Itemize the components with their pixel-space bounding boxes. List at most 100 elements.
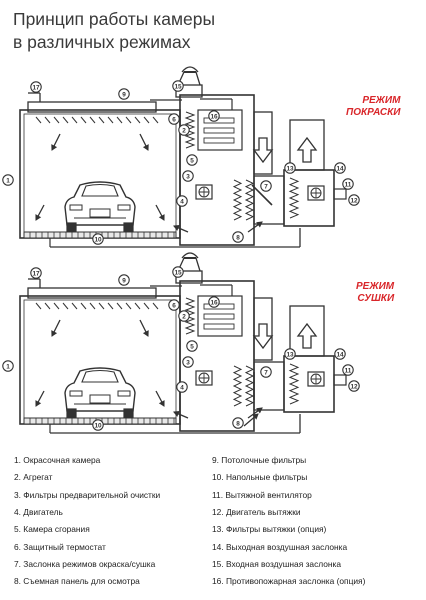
- title-line-2: в различных режимах: [13, 32, 191, 52]
- svg-text:11: 11: [345, 182, 352, 189]
- mode-paint-line-2: ПОКРАСКИ: [346, 107, 401, 118]
- svg-text:16: 16: [210, 114, 218, 121]
- page-title: Принцип работы камеры в различных режима…: [13, 8, 215, 54]
- svg-text:14: 14: [336, 352, 344, 359]
- callout-7: 7: [260, 366, 272, 378]
- callout-12: 12: [348, 380, 360, 392]
- mode-label-paint: РЕЖИМ ПОКРАСКИ: [346, 95, 400, 119]
- legend-item-8: 8. Съемная панель для осмотра: [14, 576, 140, 587]
- callout-3: 3: [182, 356, 194, 368]
- callout-10: 10: [92, 419, 104, 431]
- mode-dry-line-2: СУШКИ: [357, 293, 395, 304]
- svg-text:11: 11: [345, 368, 352, 375]
- svg-text:17: 17: [32, 271, 40, 278]
- car-illustration: [64, 367, 136, 418]
- callout-2: 2: [178, 310, 190, 322]
- legend-item-14: 14. Выходная воздушная заслонка: [212, 541, 348, 552]
- callout-11: 11: [342, 364, 354, 376]
- callout-10: 10: [92, 233, 104, 245]
- callout-4: 4: [176, 195, 188, 207]
- legend-item-2: 2. Агрегат: [14, 472, 53, 483]
- svg-text:4: 4: [180, 385, 184, 392]
- legend-item-5: 5. Камера сгорания: [14, 524, 90, 535]
- callout-7: 7: [260, 180, 272, 192]
- callout-14: 14: [334, 348, 346, 360]
- callout-12: 12: [348, 194, 360, 206]
- callout-16: 16: [208, 110, 220, 122]
- callout-15: 15: [172, 266, 184, 278]
- callout-1: 1: [2, 174, 14, 186]
- svg-text:7: 7: [264, 370, 268, 377]
- svg-text:6: 6: [172, 117, 176, 124]
- legend: 1. Окрасочная камера 2. Агрегат 3. Фильтры…: [14, 455, 414, 595]
- fan-unit: [195, 370, 213, 386]
- svg-text:9: 9: [122, 92, 126, 99]
- mode-dry-line-1: РЕЖИМ: [356, 281, 395, 292]
- svg-text:7: 7: [264, 184, 268, 191]
- callout-14: 14: [334, 162, 346, 174]
- callout-6: 6: [168, 299, 180, 311]
- mode-label-dry: РЕЖИМ СУШКИ: [356, 281, 394, 305]
- legend-item-16: 16. Противопожарная заслонка (опция): [212, 576, 366, 587]
- svg-text:4: 4: [180, 199, 184, 206]
- callout-8: 8: [232, 417, 244, 429]
- svg-text:14: 14: [336, 166, 344, 173]
- callout-1: 1: [2, 360, 14, 372]
- callout-13: 13: [284, 348, 296, 360]
- callout-4: 4: [176, 381, 188, 393]
- callout-13: 13: [284, 162, 296, 174]
- car-illustration: [64, 181, 136, 232]
- svg-text:3: 3: [186, 174, 190, 181]
- legend-item-11: 11. Вытяжной вентилятор: [212, 489, 312, 500]
- svg-text:15: 15: [174, 270, 182, 277]
- legend-item-4: 4. Двигатель: [14, 506, 63, 517]
- svg-text:16: 16: [210, 300, 218, 307]
- callout-17: 17: [30, 267, 42, 279]
- callout-8: 8: [232, 231, 244, 243]
- svg-text:3: 3: [186, 360, 190, 367]
- title-line-1: Принцип работы камеры: [13, 9, 216, 29]
- svg-text:8: 8: [236, 235, 240, 242]
- svg-text:1: 1: [6, 178, 10, 185]
- legend-item-15: 15. Входная воздушная заслонка: [212, 558, 342, 569]
- svg-text:10: 10: [94, 423, 102, 430]
- mode-paint-line-1: РЕЖИМ: [362, 95, 401, 106]
- callout-3: 3: [182, 170, 194, 182]
- fan-unit: [307, 185, 325, 201]
- legend-item-6: 6. Защитный термостат: [14, 541, 106, 552]
- callout-6: 6: [168, 113, 180, 125]
- svg-text:8: 8: [236, 421, 240, 428]
- legend-item-7: 7. Заслонка режимов окраска/сушка: [14, 558, 156, 569]
- svg-text:13: 13: [286, 352, 294, 359]
- svg-text:13: 13: [286, 166, 294, 173]
- callout-5: 5: [186, 340, 198, 352]
- callout-16: 16: [208, 296, 220, 308]
- svg-text:9: 9: [122, 278, 126, 285]
- legend-item-13: 13. Фильтры вытяжки (опция): [212, 524, 327, 535]
- svg-text:5: 5: [190, 344, 194, 351]
- callout-5: 5: [186, 154, 198, 166]
- svg-text:12: 12: [350, 384, 358, 391]
- callout-11: 11: [342, 178, 354, 190]
- legend-item-3: 3. Фильтры предварительной очистки: [14, 489, 161, 500]
- svg-text:10: 10: [94, 237, 102, 244]
- svg-text:6: 6: [172, 303, 176, 310]
- callout-2: 2: [178, 124, 190, 136]
- svg-text:2: 2: [182, 314, 186, 321]
- fan-unit: [307, 371, 325, 387]
- svg-text:5: 5: [190, 158, 194, 165]
- callout-9: 9: [118, 274, 130, 286]
- legend-item-1: 1. Окрасочная камера: [14, 455, 101, 465]
- legend-item-12: 12. Двигатель вытяжки: [212, 506, 301, 517]
- svg-text:17: 17: [32, 85, 40, 92]
- callout-17: 17: [30, 81, 42, 93]
- callout-9: 9: [118, 88, 130, 100]
- legend-item-9: 9. Потолочные фильтры: [212, 455, 307, 465]
- svg-text:2: 2: [182, 128, 186, 135]
- callout-15: 15: [172, 80, 184, 92]
- legend-item-10: 10. Напольные фильтры: [212, 472, 308, 483]
- fan-unit: [195, 184, 213, 200]
